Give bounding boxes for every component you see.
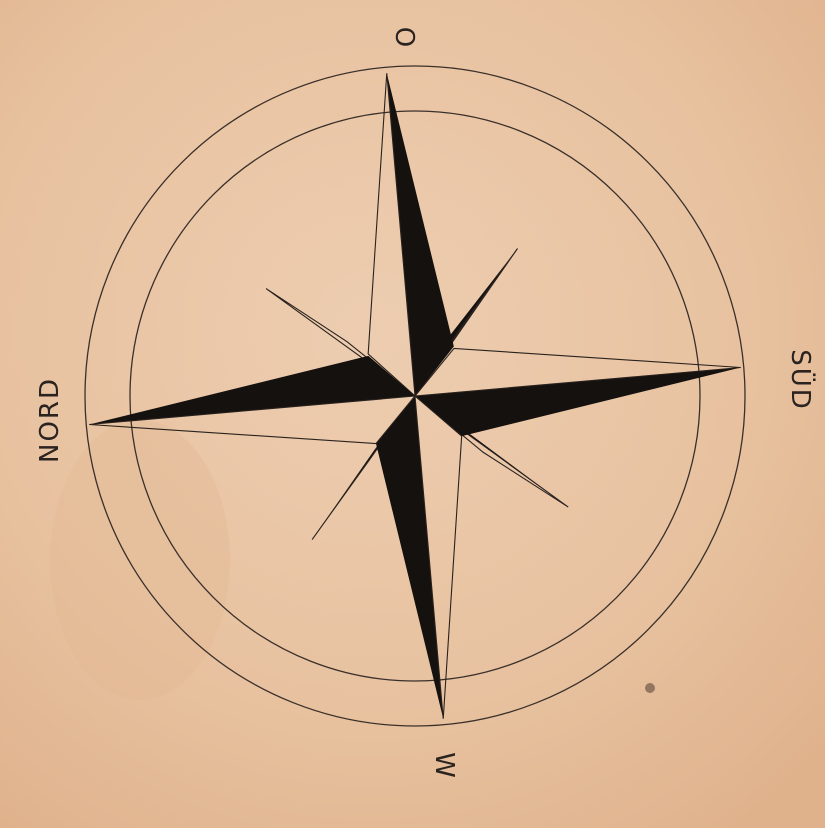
- label-top: O: [389, 27, 419, 49]
- paper-stain: [50, 420, 230, 700]
- paper-spot: [645, 683, 655, 693]
- label-right: SÜD: [785, 349, 817, 411]
- label-bottom: W: [429, 752, 459, 780]
- label-left: NORD: [35, 377, 65, 463]
